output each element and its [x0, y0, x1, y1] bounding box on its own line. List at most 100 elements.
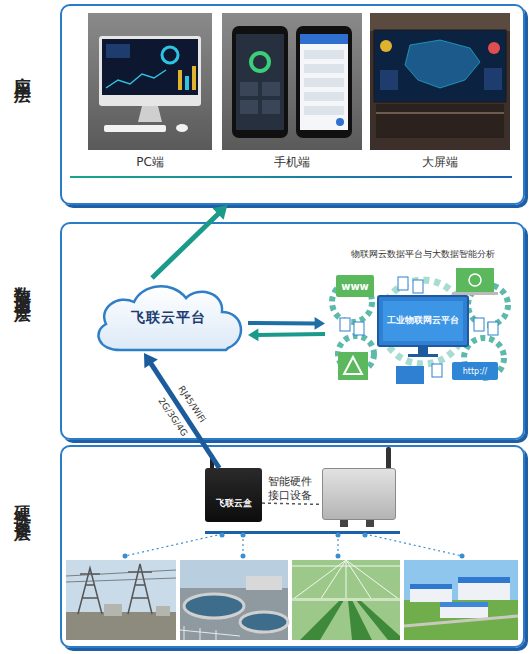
ground	[66, 612, 176, 640]
mouse	[176, 124, 188, 132]
pc-picture	[88, 13, 212, 150]
connector	[262, 503, 322, 504]
antenna	[210, 455, 214, 469]
plant-row	[356, 600, 400, 640]
doc	[340, 318, 350, 331]
layer-panel: 应用层PC端手机端大屏端	[60, 4, 525, 205]
warning-box	[338, 352, 368, 380]
connector-line	[262, 503, 322, 504]
platform-picture	[332, 268, 508, 384]
screen	[300, 34, 348, 130]
connector-line	[150, 362, 220, 468]
http-box	[452, 362, 498, 380]
bigscreen-picture	[370, 13, 510, 150]
building	[246, 576, 282, 590]
leader-lines	[125, 534, 462, 556]
bar	[178, 70, 182, 90]
leader-line	[365, 534, 462, 556]
equipment	[156, 606, 170, 616]
dot	[336, 533, 341, 538]
platform-node: 物联网云数据平台与大数据智能分析工业物联网云平台	[325, 244, 520, 394]
screen	[236, 34, 284, 130]
phone	[232, 26, 288, 138]
doc	[432, 364, 442, 377]
pie	[488, 42, 500, 54]
layer-title: 应用层	[12, 64, 34, 79]
warning-sign	[344, 357, 362, 374]
screen	[374, 30, 506, 102]
roof	[410, 584, 452, 589]
laptop-base	[452, 292, 498, 295]
bar	[185, 76, 189, 90]
connector	[144, 353, 219, 468]
ground	[404, 600, 518, 640]
web-tag: www	[341, 281, 369, 292]
terminal-tile: PC端	[88, 13, 212, 171]
cloud-node: 飞联云平台	[88, 278, 248, 353]
laptop	[456, 268, 494, 292]
greenhouse-photo	[292, 560, 400, 640]
desk-line	[376, 112, 504, 114]
connector-line	[152, 212, 220, 278]
keyboard	[104, 125, 166, 132]
connector	[248, 328, 325, 341]
web-tag: http://	[463, 367, 488, 376]
hardware-picture	[123, 447, 465, 559]
terminal-tile: 手机端	[222, 13, 362, 171]
bar	[192, 66, 196, 90]
www-box	[336, 275, 374, 297]
terminal-label: PC端	[88, 154, 212, 171]
connector-line	[256, 332, 325, 337]
railing	[180, 626, 240, 640]
console	[376, 104, 504, 138]
terminal-tile: 大屏端	[370, 13, 510, 171]
dot	[336, 554, 341, 559]
layer-title: 硬件设备层	[12, 492, 34, 517]
connector	[152, 205, 227, 278]
button	[336, 118, 344, 126]
leader-line	[125, 534, 222, 556]
divider-line	[70, 176, 512, 178]
row	[304, 78, 344, 87]
doc	[488, 322, 498, 335]
screen-title: 工业物联网云平台	[378, 315, 468, 327]
cloud-box: 飞联云盒	[205, 468, 262, 522]
road	[404, 616, 518, 626]
row	[304, 92, 344, 101]
header	[300, 34, 348, 44]
roof	[458, 577, 510, 583]
laptop	[396, 366, 424, 384]
roof	[440, 602, 488, 607]
layer-title: 数据服务层	[12, 273, 34, 298]
screen	[102, 39, 198, 95]
row	[304, 106, 344, 115]
monitor	[378, 296, 468, 346]
ring-chart	[162, 47, 178, 63]
panel	[106, 44, 130, 58]
platform-heading: 物联网云数据平台与大数据智能分析	[325, 248, 520, 261]
dot	[241, 554, 246, 559]
stand	[418, 346, 428, 354]
dot	[123, 554, 128, 559]
bar	[380, 70, 398, 90]
monitor	[99, 36, 201, 106]
wires	[66, 570, 176, 582]
arrow-head	[248, 328, 258, 341]
row	[304, 50, 344, 59]
dot	[363, 533, 368, 538]
tile-bg	[370, 13, 510, 150]
connector	[366, 519, 374, 527]
dot	[241, 533, 246, 538]
tile	[240, 82, 258, 96]
plant-row	[300, 600, 344, 640]
ring-chart	[251, 53, 269, 71]
sky	[66, 560, 176, 640]
bar	[484, 68, 502, 90]
tile	[240, 100, 258, 114]
equipment	[104, 604, 122, 616]
tile	[262, 100, 280, 114]
arrow-head	[315, 317, 325, 330]
